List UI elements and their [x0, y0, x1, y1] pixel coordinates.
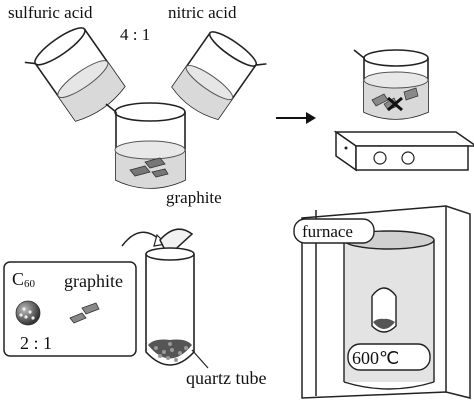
furnace-label: furnace [302, 222, 353, 241]
c60-ball-icon [15, 300, 41, 326]
stir-bar-icon [387, 96, 403, 112]
quartz-tube [145, 247, 195, 366]
graphite-label-top: graphite [166, 188, 222, 207]
graphite-flakes-stirred [371, 87, 419, 111]
sulfuric-acid-beaker [24, 27, 126, 122]
mixing-beaker [105, 102, 186, 189]
pour-arrow-icon [121, 231, 168, 247]
quartz-tube-leader [191, 349, 209, 369]
powder-particles [154, 342, 188, 362]
graphite-flakes-icon [69, 302, 100, 324]
magnetic-stirrer-icon [333, 130, 474, 172]
acid-ratio-label: 4 : 1 [120, 25, 150, 44]
stirrer-beaker [353, 49, 429, 120]
nitric-acid-beaker [171, 31, 267, 121]
graphite-flakes [129, 157, 169, 178]
graphite-label-box: graphite [64, 271, 123, 291]
tube-in-furnace [371, 287, 397, 333]
c60-label: C60 [12, 269, 36, 290]
mixture-box [3, 261, 137, 357]
temperature-label-box [347, 343, 431, 371]
sulfuric-acid-label: sulfuric acid [8, 3, 93, 22]
temperature-label: 600℃ [352, 348, 399, 368]
nitric-acid-label: nitric acid [168, 3, 237, 22]
furnace-label-box [293, 218, 375, 244]
mix-ratio-label: 2 : 1 [20, 333, 52, 353]
right-arrow-icon [276, 112, 316, 124]
quartz-tube-label: quartz tube [186, 368, 266, 388]
